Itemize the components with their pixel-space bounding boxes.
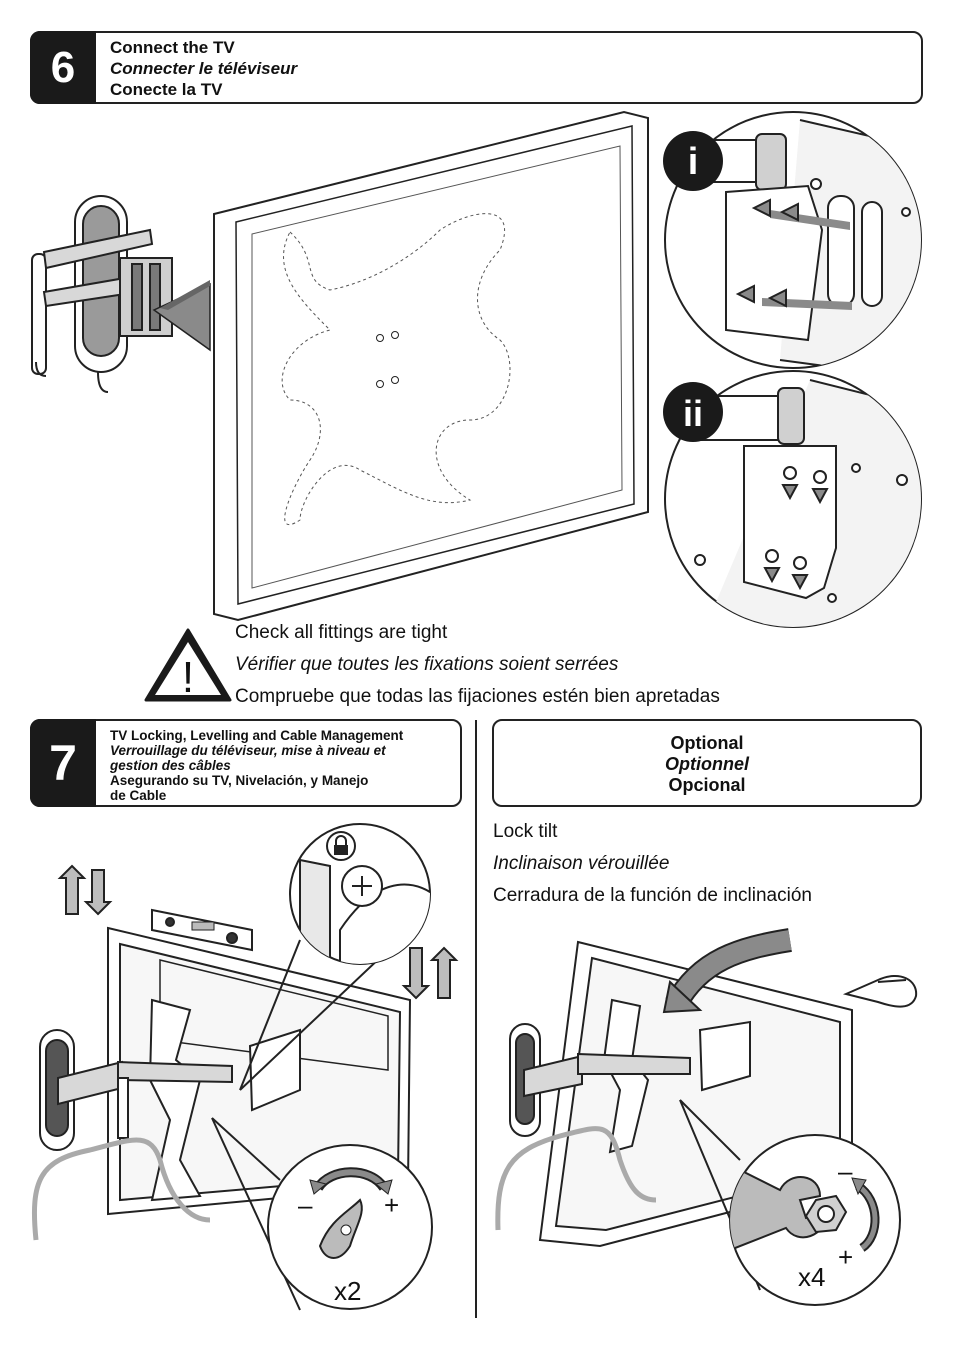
knob-qty: x2: [334, 1276, 361, 1306]
optional-es: Opcional: [668, 775, 746, 795]
wrench-plus: +: [838, 1242, 853, 1272]
step-7-title-fr-1: Verrouillage du téléviseur, mise à nivea…: [110, 743, 386, 758]
optional-fr: Optionnel: [665, 754, 749, 774]
warning-text-fr: Vérifier que toutes les fixations soient…: [235, 654, 619, 675]
step-7-title: TV Locking, Levelling and Cable Manageme…: [110, 728, 403, 803]
step-6-title: Connect the TV Connecter le téléviseur C…: [110, 37, 297, 100]
step-7-title-fr-2: gestion des câbles: [110, 758, 231, 773]
callout-ii: ii: [663, 370, 922, 628]
wrench-minus: –: [838, 1156, 853, 1186]
step-7-number: 7: [30, 719, 96, 807]
step-6-title-en: Connect the TV: [110, 38, 235, 57]
step-7-title-en: TV Locking, Levelling and Cable Manageme…: [110, 728, 404, 743]
lock-icon: [326, 831, 356, 861]
callout-i-label: i: [688, 141, 699, 183]
rotate-arrow-icon: [662, 928, 792, 1014]
wrench-callout: – + x4: [679, 1099, 901, 1306]
arrow-up-down-icon: [57, 864, 459, 1000]
warning-symbol: !: [182, 653, 194, 702]
optional-en: Optional: [670, 733, 744, 753]
step-7-header: 7 TV Locking, Levelling and Cable Manage…: [30, 719, 462, 807]
step-7-title-es-1: Asegurando su TV, Nivelación, y Manejo: [110, 773, 369, 788]
callout-ii-label: ii: [683, 393, 703, 434]
wrench-qty: x4: [798, 1262, 825, 1292]
knob-plus: +: [384, 1190, 399, 1220]
wrench-icon: [730, 1158, 848, 1252]
level-icon: [151, 908, 253, 952]
optional-header: Optional Optionnel Opcional: [492, 719, 922, 807]
lock-tilt-en: Lock tilt: [493, 821, 558, 842]
tv-back-panel: [213, 110, 649, 622]
step-6-title-fr: Connecter le téléviseur: [110, 59, 298, 78]
step-6-title-es: Conecte la TV: [110, 80, 223, 99]
lock-tilt-fr: Inclinaison vérouillée: [493, 853, 670, 874]
step-7-title-es-2: de Cable: [110, 788, 167, 803]
callout-i: i: [663, 111, 922, 369]
lock-tilt-es: Cerradura de la función de inclinación: [493, 885, 812, 906]
hand-pointer-icon: [842, 975, 918, 1008]
knob-minus: –: [298, 1190, 313, 1220]
warning-text-es: Compruebe que todas las fijaciones estén…: [235, 686, 720, 707]
knob-callout: – + x2: [211, 1117, 433, 1311]
warning-icon: !: [144, 628, 232, 702]
step-6-number: 6: [30, 31, 96, 104]
warning-text-en: Check all fittings are tight: [235, 622, 448, 643]
step-6-header: 6 Connect the TV Connecter le téléviseur…: [30, 31, 923, 104]
wall-bracket-illustration: [31, 195, 173, 393]
